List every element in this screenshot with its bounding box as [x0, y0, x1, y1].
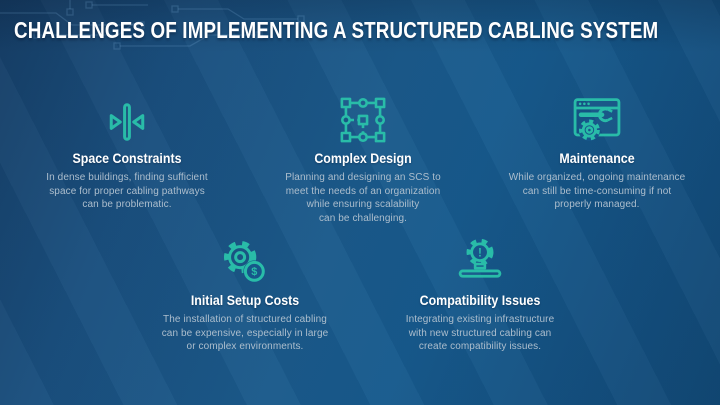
compress-space-icon [17, 92, 237, 146]
item-complex-design: Complex Design Planning and designing an… [253, 92, 473, 225]
exclamation-glyph: ! [478, 246, 482, 259]
item-description: The installation of structured cabling c… [161, 314, 329, 352]
item-title: Complex Design [314, 151, 412, 166]
item-description: While organized, ongoing maintenance can… [508, 172, 686, 210]
item-initial-setup-costs: $ Initial Setup Costs The installation o… [125, 236, 365, 354]
item-maintenance: Maintenance While organized, ongoing mai… [487, 92, 707, 212]
item-description: Integrating existing infrastructure with… [405, 314, 555, 352]
browser-tools-icon [487, 92, 707, 146]
item-title: Space Constraints [72, 151, 182, 166]
network-nodes-icon [253, 92, 473, 146]
item-description: Planning and designing an SCS to meet th… [285, 172, 441, 224]
slide-title: CHALLENGES OF IMPLEMENTING A STRUCTURED … [14, 17, 659, 43]
item-title: Maintenance [559, 151, 635, 166]
item-title: Initial Setup Costs [190, 293, 300, 308]
item-description: In dense buildings, finding sufficient s… [46, 172, 208, 210]
item-space-constraints: Space Constraints In dense buildings, fi… [17, 92, 237, 212]
circuit-pattern-icon [0, 0, 305, 50]
gear-dollar-icon: $ [125, 236, 365, 288]
laptop-warning-icon: ! [360, 236, 600, 288]
dollar-glyph: $ [251, 266, 257, 278]
item-title: Compatibility Issues [419, 293, 541, 308]
item-compatibility-issues: ! Compatibility Issues Integrating exist… [360, 236, 600, 354]
